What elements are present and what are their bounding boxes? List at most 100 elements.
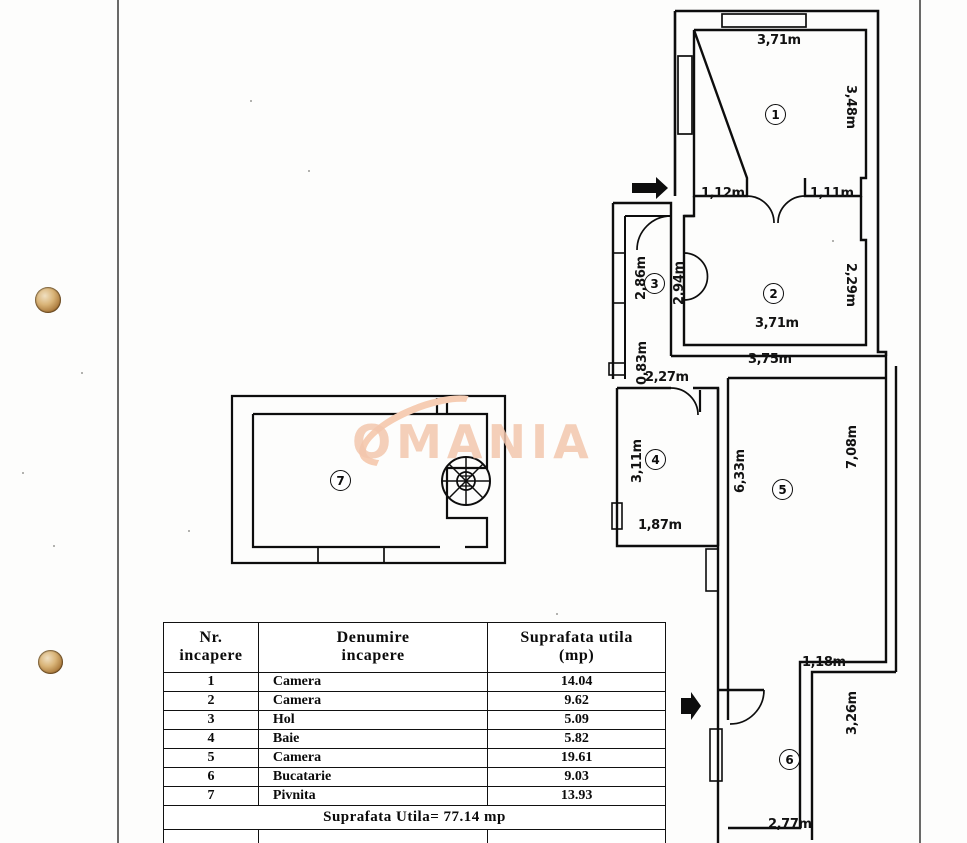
scan-speck [556, 613, 558, 615]
dimension-label-2-77m-room6-bottom: 2,77m [768, 817, 812, 832]
window-room-5 [705, 548, 719, 592]
cell-nr: 4 [163, 728, 259, 749]
scan-stain-lower [38, 650, 63, 674]
scan-speck [81, 372, 83, 374]
dimension-label-1-11m-room1-bottom-right: 1,11m [810, 186, 854, 201]
room-number-6: 6 [779, 749, 800, 770]
table-row-partial [163, 828, 666, 843]
column-header-nr-line2: incapere [179, 647, 243, 665]
column-header-name-line1: Denumire [336, 629, 410, 646]
door-swing-room-4 [670, 387, 699, 416]
cell-area: 9.62 [487, 690, 666, 711]
room-number-4: 4 [645, 449, 666, 470]
window-room-3-lower [608, 362, 626, 376]
column-header-name-line2: incapere [341, 647, 405, 665]
cell-name: Baie [257, 728, 489, 749]
cell-nr-partial [163, 828, 259, 843]
column-header-area-line1: Suprafata utila [520, 629, 633, 646]
dimension-label-6-33m-room5-left: 6,33m [733, 449, 748, 493]
room-5-corner [886, 662, 896, 672]
cell-nr: 5 [163, 747, 259, 768]
scan-speck [250, 100, 252, 102]
room-number-5: 5 [772, 479, 793, 500]
cell-nr: 2 [163, 690, 259, 711]
cell-name-partial [257, 828, 489, 843]
dimension-label-3-71m-room2-bottom: 3,71m [755, 316, 799, 331]
window-room-3 [612, 252, 626, 304]
scan-speck [832, 240, 834, 242]
entrance-arrow-lower-icon [681, 692, 701, 720]
cell-nr: 1 [163, 671, 259, 692]
scan-speck [53, 545, 55, 547]
door-swing-room-2-to-hall [683, 252, 709, 301]
table-body: 1 Camera 14.04 2 Camera 9.62 3 Hol 5.09 … [163, 671, 666, 806]
door-swing-room-1-right-leaf [777, 195, 806, 224]
door-swing-entrance-hall [636, 215, 672, 251]
table-row: 6 Bucatarie 9.03 [163, 766, 666, 787]
table-row: 1 Camera 14.04 [163, 671, 666, 692]
window-room-1-left [677, 55, 693, 135]
column-header-area-line2: (mp) [559, 647, 595, 665]
cell-name: Hol [257, 709, 489, 730]
room-7-outer-wall [230, 394, 507, 565]
cell-name: Bucatarie [257, 766, 489, 787]
room-number-7: 7 [330, 470, 351, 491]
table-footer: Suprafata Utila= 77.14 mp [163, 804, 666, 843]
room-number-1: 1 [765, 104, 786, 125]
total-usable-area: Suprafata Utila= 77.14 mp [163, 804, 666, 830]
room-number-2: 2 [763, 283, 784, 304]
dimension-label-1-12m-room1-bottom-left: 1,12m [701, 186, 745, 201]
dimension-label-1-87m-room4-bottom: 1,87m [638, 518, 682, 533]
room-5-bottom-outer-wall [810, 670, 896, 700]
table-row: 5 Camera 19.61 [163, 747, 666, 768]
table-row: 4 Baie 5.82 [163, 728, 666, 749]
dimension-label-3-75m-room2-outer: 3,75m [748, 352, 792, 367]
door-swing-room-1-left-leaf [746, 195, 775, 224]
table-header-row: Nr. incapere Denumire incapere Suprafata… [163, 622, 666, 673]
dimension-label-3-11m-room4-left: 3,11m [630, 439, 645, 483]
room-6-right-and-bottom-wall [728, 690, 802, 830]
room-7-inner-wall [251, 398, 489, 549]
outer-wall-upper [675, 9, 888, 356]
scan-speck [22, 472, 24, 474]
room-3-outer-wall [613, 201, 673, 356]
dimension-label-3-71m-room1-top: 3,71m [757, 33, 801, 48]
room-5-right-and-bottom-wall [798, 356, 888, 690]
dimension-label-7-08m-room5-right: 7,08m [845, 425, 860, 469]
room-schedule-table: Nr. incapere Denumire incapere Suprafata… [163, 622, 666, 843]
window-room-1-top [721, 13, 807, 28]
cell-nr: 7 [163, 785, 259, 806]
cell-nr: 3 [163, 709, 259, 730]
cell-name: Pivnita [257, 785, 489, 806]
cell-nr: 6 [163, 766, 259, 787]
total-row: Suprafata Utila= 77.14 mp [163, 804, 666, 830]
scan-speck [188, 530, 190, 532]
table-row: 7 Pivnita 13.93 [163, 785, 666, 806]
cell-area: 14.04 [487, 671, 666, 692]
dimension-label-1-18m-room5-bottom: 1,18m [802, 655, 846, 670]
cell-area: 5.09 [487, 709, 666, 730]
dimension-label-3-26m-room6-right: 3,26m [845, 691, 860, 735]
dimension-label-2-29m-room2-right: 2,29m [843, 263, 858, 307]
cell-area: 9.03 [487, 766, 666, 787]
dimension-label-2-94m-room2-left: 2,94m [672, 261, 687, 305]
scan-stain-upper [35, 287, 61, 313]
cell-name: Camera [257, 747, 489, 768]
window-room-4 [611, 502, 623, 530]
column-header-area: Suprafata utila (mp) [487, 622, 666, 673]
column-header-nr-line1: Nr. [199, 629, 223, 646]
table-row: 3 Hol 5.09 [163, 709, 666, 730]
cell-area-partial [487, 828, 666, 843]
cell-area: 13.93 [487, 785, 666, 806]
cell-area: 5.82 [487, 728, 666, 749]
window-room-7 [317, 546, 385, 564]
dimension-label-3-48m-room1-right: 3,48m [843, 85, 858, 129]
door-swing-room-6 [729, 689, 765, 725]
cell-area: 19.61 [487, 747, 666, 768]
scan-speck [308, 170, 310, 172]
column-header-nr: Nr. incapere [163, 622, 259, 673]
spiral-staircase-icon [441, 456, 491, 506]
entrance-arrow-upper-icon [632, 177, 668, 199]
